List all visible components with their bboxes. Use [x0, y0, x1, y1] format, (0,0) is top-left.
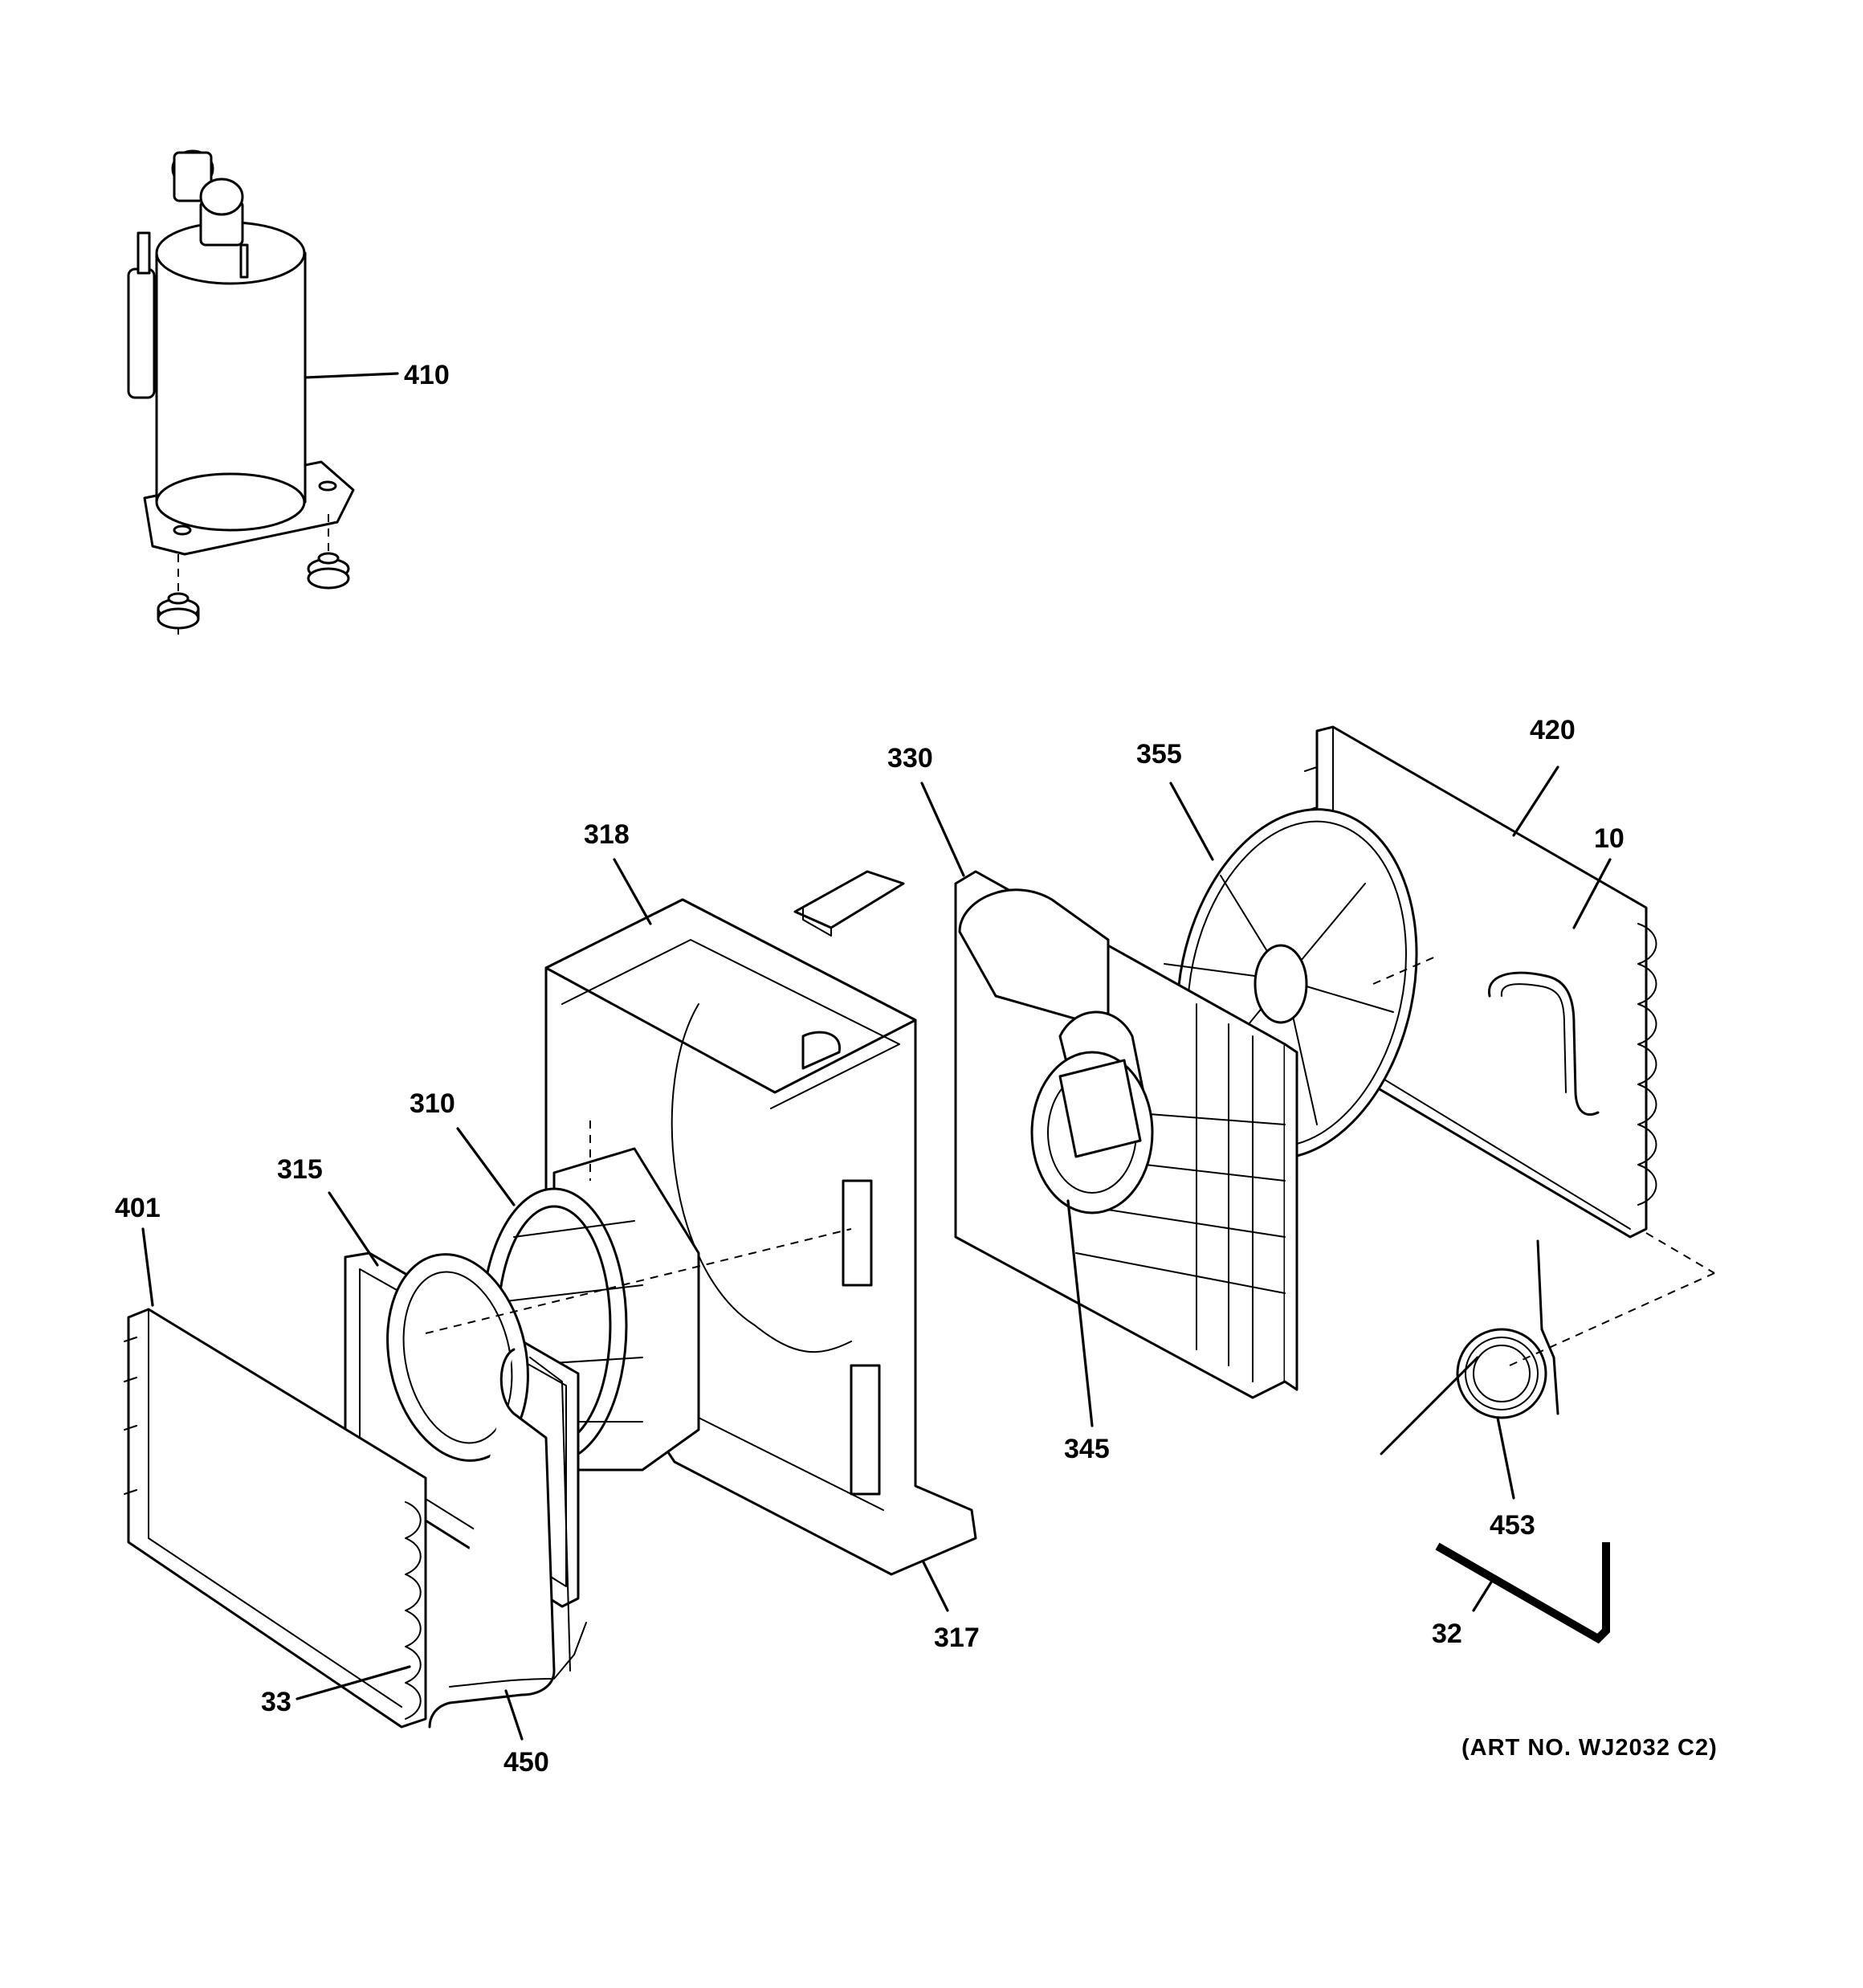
callout-330: 330: [887, 743, 933, 774]
compressor-grommet-left: [157, 592, 200, 630]
callout-453: 453: [1490, 1510, 1535, 1541]
evaporator-coil-part: [124, 1308, 427, 1729]
foam-strip-part: [1435, 1542, 1610, 1644]
compressor-grommet-right: [307, 552, 350, 590]
art-number: (ART NO. WJ2032 C2): [1461, 1735, 1718, 1761]
callout-315: 315: [277, 1154, 323, 1185]
callout-310: 310: [410, 1088, 455, 1119]
callout-10: 10: [1594, 823, 1625, 854]
bracket-part: [793, 870, 905, 937]
fan-motor-part: [1030, 1010, 1154, 1214]
callout-33: 33: [261, 1687, 291, 1717]
capillary-tube-part: [1380, 1239, 1559, 1455]
callout-318: 318: [584, 819, 630, 850]
tube-assembly-part: [428, 1348, 587, 1729]
tube-part: [1487, 971, 1600, 1116]
leader-lines: [141, 372, 1612, 1741]
compressor-part: [127, 149, 355, 556]
callout-450: 450: [503, 1747, 549, 1778]
callout-420: 420: [1530, 715, 1576, 745]
callout-317: 317: [934, 1623, 980, 1653]
callout-355: 355: [1136, 739, 1182, 769]
callout-401: 401: [115, 1193, 161, 1223]
callout-32: 32: [1432, 1619, 1462, 1649]
callout-345: 345: [1064, 1434, 1110, 1464]
callout-410: 410: [404, 360, 450, 390]
